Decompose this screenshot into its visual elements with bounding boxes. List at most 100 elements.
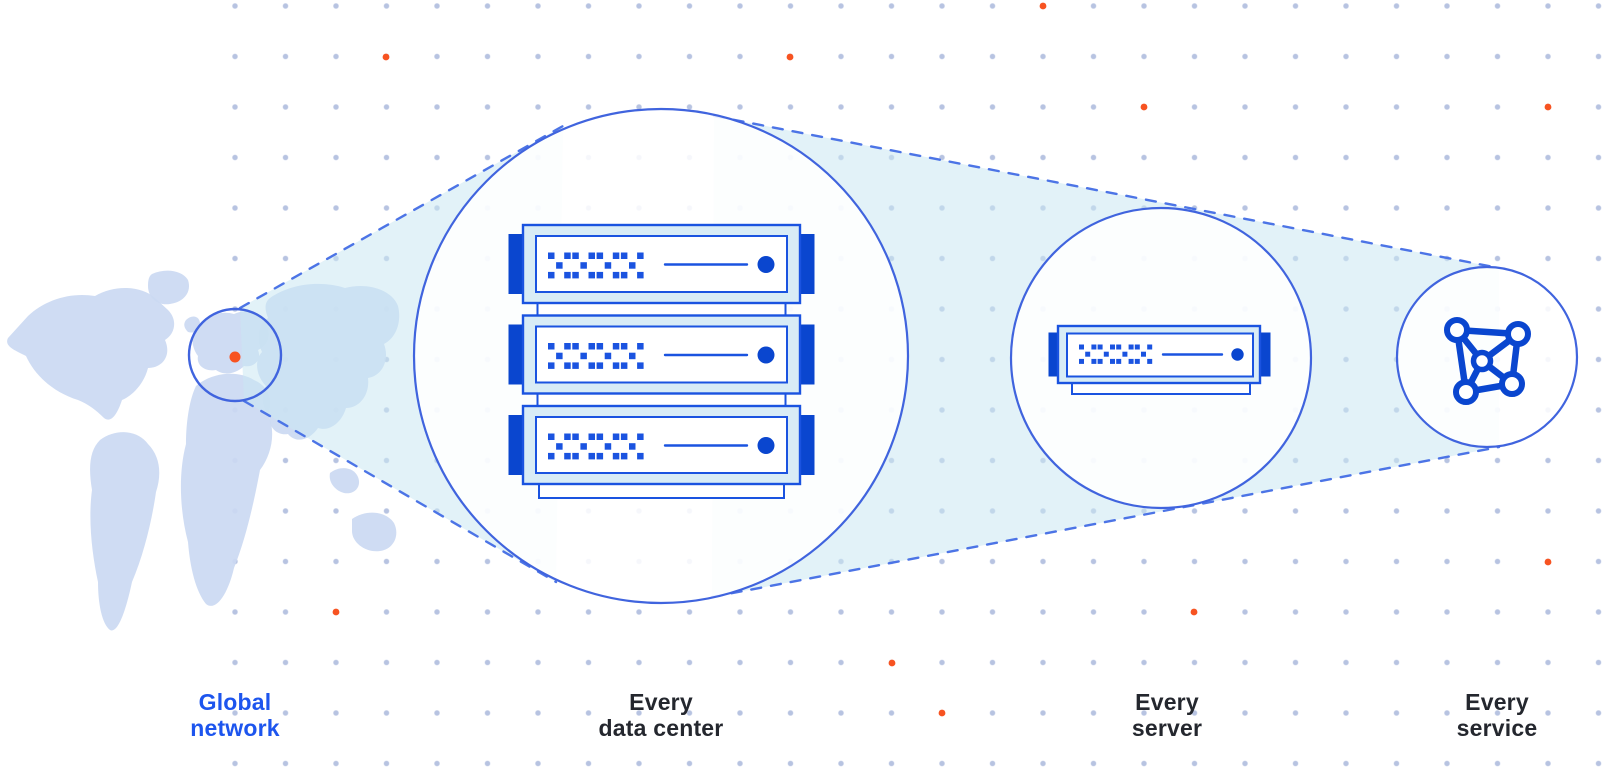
matrix-pixel [1091,344,1097,350]
matrix-pixel [564,343,571,350]
matrix-pixel [1147,344,1153,350]
orange-dots-layer [229,2,1552,717]
server-indicator-light [757,437,775,454]
matrix-pixel [1134,358,1140,364]
matrix-pixel [637,271,644,279]
matrix-pixel [620,433,628,440]
matrix-pixel [564,433,571,440]
mesh-node-center [1470,349,1494,373]
matrix-pixel [637,433,644,440]
matrix-pixel [1091,358,1097,364]
matrix-pixel [604,443,612,450]
server-dot-matrix [548,433,644,460]
matrix-pixel [1128,344,1134,350]
matrix-pixel [1128,358,1134,364]
server-faceplate [535,416,788,474]
server-side-tab [798,234,815,294]
orange-dot [382,53,390,61]
matrix-pixel [548,433,555,440]
matrix-pixel [596,362,604,369]
server-side-tab [798,324,815,385]
orange-dot [1190,608,1198,616]
matrix-pixel [596,252,604,259]
matrix-pixel [1141,351,1146,357]
server-unit-icon [508,404,815,486]
matrix-pixel [588,252,595,259]
matrix-pixel [580,262,587,269]
matrix-pixel [548,362,555,369]
orange-dot [1039,2,1047,10]
server-side-tab [508,324,525,385]
matrix-pixel [620,452,628,460]
orange-dot [1140,103,1148,111]
matrix-pixel [588,362,595,369]
server-side-tab [508,415,525,475]
server-side-tab [798,415,815,475]
server-indicator-light [1231,348,1244,361]
mesh-node [1444,317,1470,343]
matrix-pixel [548,252,555,259]
matrix-pixel [629,352,636,360]
global-network-circle [187,307,283,403]
matrix-pixel [612,433,620,440]
matrix-pixel [1134,344,1140,350]
orange-dot [888,659,896,667]
matrix-pixel [580,352,587,360]
matrix-pixel [1116,344,1122,350]
matrix-pixel [637,452,644,460]
orange-dot [786,53,794,61]
matrix-pixel [637,362,644,369]
orange-dot [229,351,241,363]
matrix-pixel [620,362,628,369]
server-unit-icon [1048,324,1271,395]
matrix-pixel [1079,344,1084,350]
matrix-pixel [572,271,579,279]
label-global-network: Global network [190,689,280,741]
matrix-pixel [596,452,604,460]
matrix-pixel [620,252,628,259]
matrix-pixel [612,343,620,350]
matrix-pixel [580,443,587,450]
continent-greenland [148,270,190,305]
matrix-pixel [556,262,563,269]
matrix-pixel [588,271,595,279]
dashed-tangent-lower-left [242,399,558,584]
label-every-data-center: Every data center [598,689,724,741]
service-mesh-icon [1444,317,1531,405]
matrix-pixel [548,271,555,279]
continent-africa [180,373,273,606]
matrix-pixel [556,443,563,450]
matrix-pixel [612,452,620,460]
matrix-pixel [564,271,571,279]
server-unit-icon [508,314,815,395]
matrix-pixel [588,433,595,440]
server-indicator-light [757,346,775,364]
matrix-pixel [1122,351,1128,357]
continent-australia [352,512,397,552]
matrix-pixel [620,343,628,350]
matrix-pixel [1097,344,1103,350]
server-faceplate [1066,332,1254,378]
matrix-pixel [637,252,644,259]
dashed-tangent-upper-left [238,124,565,310]
matrix-pixel [1097,358,1103,364]
label-every-server: Every server [1131,689,1203,741]
continent-south-america [90,432,160,631]
orange-dot [1544,558,1552,566]
matrix-pixel [588,343,595,350]
server-rack-icon [508,223,815,499]
matrix-pixel [1147,358,1153,364]
server-dot-matrix [548,252,644,279]
matrix-pixel [556,352,563,360]
matrix-pixel [564,452,571,460]
matrix-pixel [612,362,620,369]
server-indicator-light [757,256,775,273]
dashed-tangent-upper-right [712,114,1501,270]
matrix-pixel [588,452,595,460]
server-unit-icon [508,223,815,305]
matrix-pixel [604,352,612,360]
matrix-pixel [572,362,579,369]
server-dot-matrix [1079,344,1153,364]
